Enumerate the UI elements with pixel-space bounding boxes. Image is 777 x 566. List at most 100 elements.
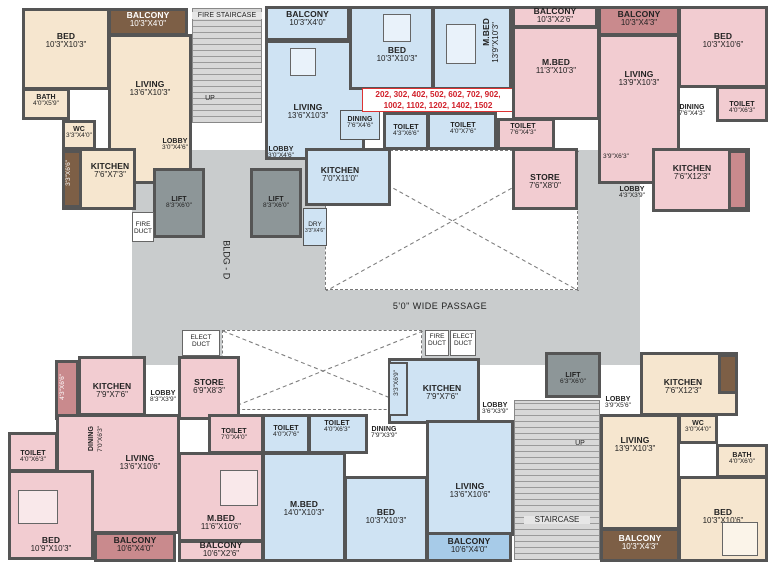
lift-b <box>250 168 302 238</box>
tm-balcony-name: BALCONY <box>286 9 329 19</box>
bl-mbed-dim: 11'6"X10'6" <box>200 521 242 531</box>
staircase-bottom-name: STAIRCASE <box>534 515 580 524</box>
bm-dry-balcony <box>388 362 408 416</box>
bl-kitchen-name: KITCHEN <box>92 381 132 391</box>
bl-toilet-2-name: TOILET <box>221 428 247 435</box>
tr-toilet-1-dim: 4'0"X6'3" <box>729 107 755 115</box>
tr-store-name: STORE <box>530 172 560 182</box>
fire-duct-top-name: FIRE DUCT <box>133 221 153 235</box>
elect-duct-bottom <box>450 330 476 356</box>
tr-living-name: LIVING <box>624 69 654 79</box>
tr-balcony-2-dim: 10'3"X4'3" <box>620 17 658 27</box>
tr-kitchen-dim: 7'6"X12'3" <box>673 171 711 181</box>
bm-balcony <box>426 532 512 562</box>
bm-mbed-dim: 14'0"X10'3" <box>283 507 325 517</box>
tr-toilet-1-name: TOILET <box>729 101 755 108</box>
tr-bed-dim: 10'3"X10'6" <box>702 39 744 49</box>
bl-toilet-2-dim: 7'0"X4'0" <box>221 434 247 442</box>
bm-dining-name: DINING <box>371 426 397 433</box>
tm-mbed-dim: 13'9"X10'3" <box>491 22 500 63</box>
lift-c-dim: 6'3"X6'0" <box>560 378 586 386</box>
passage-label: 5'0" WIDE PASSAGE <box>392 301 488 311</box>
building-label: BLDG - D <box>221 240 232 280</box>
br-bed-name: BED <box>713 507 733 517</box>
br-balcony <box>600 528 680 562</box>
lift-c-name: LIFT <box>565 372 581 379</box>
tl-bath <box>22 88 70 120</box>
tr-lobby-name: LOBBY <box>619 186 645 193</box>
tr-toilet-2-name: TOILET <box>510 123 536 130</box>
br-living-dim: 13'9"X10'3" <box>614 443 656 453</box>
bm-bed-name: BED <box>376 507 396 517</box>
br-lobby-name: LOBBY <box>605 396 631 403</box>
tm-toilet-1-name: TOILET <box>393 124 419 131</box>
bm-dining-dim: 7'9"X3'9" <box>371 432 397 440</box>
tr-kitchen-dry <box>728 150 748 210</box>
tr-balcony-2-name: BALCONY <box>617 9 661 19</box>
bl-living-dim: 13'6"X10'6" <box>119 461 161 471</box>
elect-duct-bottom-name: ELECT DUCT <box>452 333 474 347</box>
tm-dry-name: DRY <box>308 221 322 228</box>
lift-c <box>545 352 601 398</box>
bl-lobby-name: LOBBY <box>150 390 176 397</box>
bl-living-name: LIVING <box>125 453 155 463</box>
tr-mbed-dim: 11'3"X10'3" <box>535 65 577 75</box>
tm-lobby-dim: 3'0"X4'6" <box>268 152 294 160</box>
tl-balcony-dim: 10'3"X4'0" <box>129 18 167 28</box>
bl-elect-duct <box>182 330 220 356</box>
br-bed-furniture <box>722 522 758 556</box>
tl-balcony-name: BALCONY <box>126 10 170 20</box>
tl-lobby-dim: 3'0"X4'6" <box>162 144 188 152</box>
tl-bed-name: BED <box>56 31 76 41</box>
lift-b-name: LIFT <box>268 196 284 203</box>
tl-bath-name: BATH <box>36 94 56 101</box>
tm-dining-name: DINING <box>347 116 373 123</box>
fire-duct-bottom <box>425 330 449 356</box>
br-balcony-name: BALCONY <box>618 533 662 543</box>
br-bath-name: BATH <box>732 452 752 459</box>
bl-balcony-2-dim: 10'6"X2'6" <box>202 548 240 558</box>
tm-lobby-name: LOBBY <box>268 146 294 153</box>
br-wc-name: WC <box>692 420 704 427</box>
tr-living-dim: 13'9"X10'3" <box>618 77 660 87</box>
bm-toilet-1-name: TOILET <box>273 425 299 432</box>
br-living <box>600 414 680 530</box>
bl-bed-dim: 10'9"X10'3" <box>30 543 72 553</box>
bl-mbed-furniture <box>220 470 258 506</box>
tr-dining-name: DINING <box>679 104 705 111</box>
bm-living <box>426 420 514 536</box>
tl-balcony <box>108 8 188 36</box>
unit-numbers: 202, 302, 402, 502, 602, 702, 902, 1002,… <box>362 88 514 112</box>
staircase-bottom <box>514 400 600 560</box>
tr-lobby-dim: 4'3"X3'9" <box>619 192 645 200</box>
bm-living-dim: 13'6"X10'6" <box>449 489 491 499</box>
lift-b-dim: 8'3"X6'0" <box>263 202 289 210</box>
tm-toilet-2-dim: 4'0"X7'6" <box>450 128 476 136</box>
bl-dry-balcony <box>55 360 79 420</box>
staircase-bottom-up: UP <box>575 440 585 447</box>
bm-lobby-name: LOBBY <box>482 402 508 409</box>
br-balcony-dim: 10'3"X4'3" <box>621 541 659 551</box>
tl-dry-dim: 3'3"X6'6" <box>65 160 72 186</box>
bm-mbed <box>262 452 346 562</box>
tl-dry-balcony <box>62 150 82 208</box>
bl-balcony-1-name: BALCONY <box>113 535 157 545</box>
tl-living-name: LIVING <box>135 79 165 89</box>
br-living-name: LIVING <box>620 435 650 445</box>
fire-staircase-top-up: UP <box>205 95 215 102</box>
bl-lobby-dim: 8'3"X3'9" <box>150 396 176 404</box>
tm-bed-name: BED <box>387 45 407 55</box>
bl-balcony-2-name: BALCONY <box>199 540 243 550</box>
corridor-right <box>580 180 640 360</box>
tr-passage-dim: 3'9"X6'3" <box>603 153 629 160</box>
tm-toilet-1-dim: 4'3"X6'6" <box>393 130 419 138</box>
tr-toilet-1 <box>716 86 768 122</box>
bm-kitchen-dim: 7'9"X7'6" <box>426 391 458 401</box>
bl-bed-name: BED <box>41 535 61 545</box>
bm-mbed-name: M.BED <box>290 499 318 509</box>
tm-dining-dim: 7'6"X4'6" <box>347 122 373 130</box>
bm-balcony-name: BALCONY <box>447 536 491 546</box>
tl-bath-dim: 4'0"X5'9" <box>33 100 59 108</box>
bm-bed-dim: 10'3"X10'3" <box>365 515 407 525</box>
tl-kitchen-dim: 7'6"X7'3" <box>94 169 126 179</box>
